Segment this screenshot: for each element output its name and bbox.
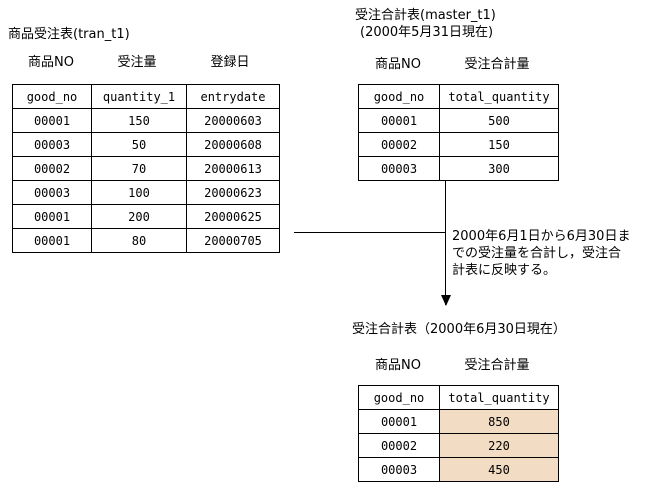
result-table-title: 受注合計表（2000年6月30日現在） xyxy=(352,322,566,337)
table-cell: 300 xyxy=(439,156,559,181)
table-row: 00002 220 xyxy=(358,433,559,458)
table-row: 00003 300 xyxy=(358,156,559,181)
tran-table: good_no quantity_1 entrydate 00001 150 2… xyxy=(12,84,280,253)
master-table-title-line2: (2000年5月31日現在) xyxy=(360,25,494,40)
table-row: 00003 50 20000608 xyxy=(12,132,280,157)
connector-arrowhead-icon xyxy=(441,295,451,306)
table-cell: 80 xyxy=(91,228,187,253)
table-row: 00002 150 xyxy=(358,132,559,157)
table-cell: 100 xyxy=(91,180,187,205)
table-cell: 00002 xyxy=(358,132,440,157)
tran-column-label-good-no: 商品NO xyxy=(28,55,74,70)
table-cell-highlighted: 850 xyxy=(439,409,559,434)
table-cell: 00003 xyxy=(12,132,92,157)
table-cell: 00001 xyxy=(358,409,440,434)
table-cell: 00003 xyxy=(12,180,92,205)
table-cell-highlighted: 450 xyxy=(439,457,559,482)
table-cell: 00003 xyxy=(358,156,440,181)
result-column-label-good-no: 商品NO xyxy=(375,358,421,373)
table-row: 00002 70 20000613 xyxy=(12,156,280,181)
table-row: 00003 100 20000623 xyxy=(12,180,280,205)
table-cell: 00001 xyxy=(358,108,440,133)
table-cell: 20000705 xyxy=(186,228,280,253)
table-header-cell: good_no xyxy=(12,84,92,109)
table-cell: 200 xyxy=(91,204,187,229)
table-cell: 00001 xyxy=(12,108,92,133)
connector-horizontal-line xyxy=(294,232,446,233)
table-header-cell: good_no xyxy=(358,84,440,109)
table-cell: 00002 xyxy=(12,156,92,181)
table-cell: 20000623 xyxy=(186,180,280,205)
table-cell: 500 xyxy=(439,108,559,133)
table-row: 00001 150 20000603 xyxy=(12,108,280,133)
tran-column-label-quantity: 受注量 xyxy=(117,55,157,70)
table-row: 00001 200 20000625 xyxy=(12,204,280,229)
table-row: 00003 450 xyxy=(358,457,559,482)
table-header-cell: quantity_1 xyxy=(91,84,187,109)
table-cell: 20000613 xyxy=(186,156,280,181)
table-cell: 20000625 xyxy=(186,204,280,229)
result-table: good_no total_quantity 00001 850 00002 2… xyxy=(358,385,559,482)
table-cell: 70 xyxy=(91,156,187,181)
table-cell: 00003 xyxy=(358,457,440,482)
tran-table-title: 商品受注表(tran_t1) xyxy=(8,27,130,42)
tran-column-label-entrydate: 登録日 xyxy=(210,55,250,70)
connector-vertical-line xyxy=(445,180,446,305)
table-header-row: good_no total_quantity xyxy=(358,385,559,410)
table-row: 00001 500 xyxy=(358,108,559,133)
table-header-cell: total_quantity xyxy=(439,84,559,109)
master-column-label-good-no: 商品NO xyxy=(375,57,421,72)
table-cell: 00001 xyxy=(12,204,92,229)
table-header-cell: good_no xyxy=(358,385,440,410)
table-cell: 150 xyxy=(91,108,187,133)
table-row: 00001 850 xyxy=(358,409,559,434)
table-cell: 20000603 xyxy=(186,108,280,133)
table-cell: 00001 xyxy=(12,228,92,253)
master-column-label-total-quantity: 受注合計量 xyxy=(464,57,530,72)
table-cell-highlighted: 220 xyxy=(439,433,559,458)
process-annotation: 2000年6月1日から6月30日ま での受注量を合計し，受注合 計表に反映する。 xyxy=(452,229,631,278)
table-cell: 20000608 xyxy=(186,132,280,157)
master-table-title-line1: 受注合計表(master_t1) xyxy=(355,8,496,23)
result-column-label-total-quantity: 受注合計量 xyxy=(464,358,530,373)
table-header-cell: total_quantity xyxy=(439,385,559,410)
table-row: 00001 80 20000705 xyxy=(12,228,280,253)
table-cell: 00002 xyxy=(358,433,440,458)
table-header-cell: entrydate xyxy=(186,84,280,109)
table-header-row: good_no quantity_1 entrydate xyxy=(12,84,280,109)
table-cell: 50 xyxy=(91,132,187,157)
table-header-row: good_no total_quantity xyxy=(358,84,559,109)
table-cell: 150 xyxy=(439,132,559,157)
master-table: good_no total_quantity 00001 500 00002 1… xyxy=(358,84,559,181)
